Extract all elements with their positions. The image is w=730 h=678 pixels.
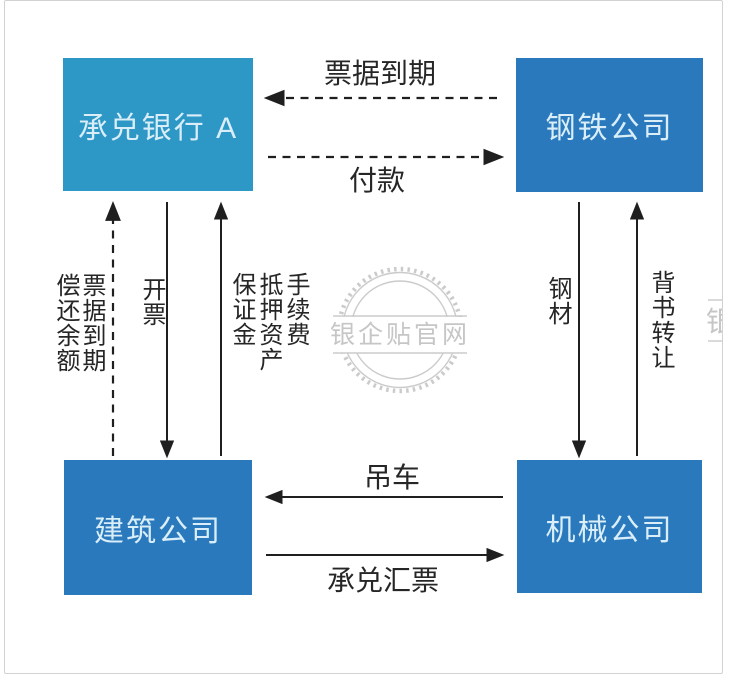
stamp-text-band — [331, 317, 471, 353]
label-issue-bill: 开票 — [138, 277, 165, 327]
node-machinery-company-label: 机械公司 — [545, 513, 674, 547]
node-construction-company: 建筑公司 — [64, 460, 252, 595]
label-crane: 吊车 — [363, 462, 420, 493]
label-payment: 付款 — [348, 165, 405, 196]
watermark-edge-fragment: 银 — [706, 299, 730, 342]
node-accepting-bank: 承兑银行 A — [63, 58, 253, 191]
label-acceptance-bill: 承兑汇票 — [326, 565, 439, 596]
watermark-text: 银企贴官网 — [330, 321, 470, 349]
label-endorsement-transfer: 背书转让 — [647, 270, 674, 370]
stamp-inner-circle — [350, 280, 450, 380]
watermark-stamp: 银企贴官网 — [330, 266, 471, 394]
label-deposit-fees: 手续费 抵押资产 保证金 — [228, 272, 309, 372]
label-steel-material: 钢材 — [544, 276, 571, 326]
node-steel-company-label: 钢铁公司 — [545, 112, 674, 145]
node-machinery-company: 机械公司 — [517, 460, 702, 593]
stamp-gear-ring — [336, 266, 464, 394]
node-accepting-bank-label: 承兑银行 A — [77, 111, 239, 145]
label-bill-maturity: 票据到期 — [323, 58, 436, 89]
stamp-outer-circle — [341, 271, 459, 389]
node-steel-company: 钢铁公司 — [516, 58, 703, 192]
node-construction-company-label: 建筑公司 — [94, 514, 222, 548]
label-repay-balance: 票据到期 偿还余额 — [52, 273, 105, 373]
edge-watermark-text: 银 — [706, 306, 730, 337]
